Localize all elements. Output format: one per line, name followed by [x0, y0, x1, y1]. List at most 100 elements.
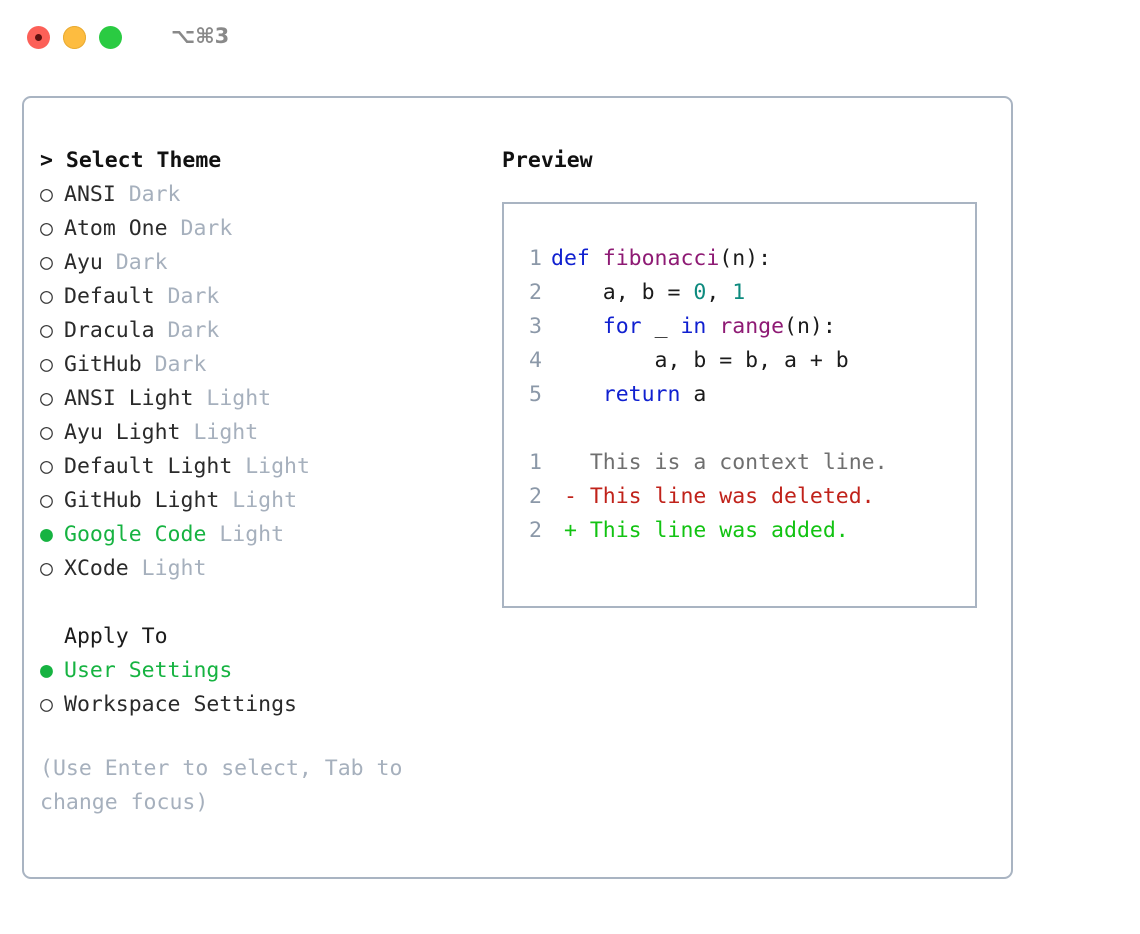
code-line-content: def fibonacci(n):	[542, 246, 771, 271]
select-theme-header: > Select Theme	[40, 148, 222, 173]
diff-line-del: 2 - This line was deleted.	[516, 480, 975, 514]
theme-option-xcode[interactable]: ○ XCode Light	[40, 552, 480, 586]
keyboard-shortcut-label: ⌥⌘3	[171, 24, 230, 48]
diff-line-ctx: 1 This is a context line.	[516, 446, 975, 480]
theme-option-tag: Dark	[141, 352, 207, 377]
theme-option-github[interactable]: ○ GitHub Dark	[40, 348, 480, 382]
theme-option-label: ANSI Light	[64, 386, 194, 411]
radio-unselected-icon: ○	[40, 488, 53, 513]
diff-line-content: + This line was added.	[551, 518, 849, 543]
code-token-txt: a, b =	[551, 280, 694, 305]
close-button[interactable]	[27, 26, 50, 49]
diff-sample: 1 This is a context line.2 - This line w…	[516, 446, 975, 548]
window-controls	[27, 26, 122, 49]
theme-option-tag: Light	[193, 386, 272, 411]
diff-line-content: - This line was deleted.	[551, 484, 875, 509]
theme-option-tag: Dark	[154, 284, 220, 309]
radio-unselected-icon: ○	[40, 692, 53, 717]
apply-option-label: User Settings	[64, 658, 233, 683]
theme-option-tag: Dark	[115, 182, 181, 207]
theme-option-default[interactable]: ○Default Dark	[40, 280, 480, 314]
theme-option-github-light[interactable]: ○GitHub Light Light	[40, 484, 480, 518]
code-line: 2 a, b = 0, 1	[516, 276, 975, 310]
code-token-kw: for	[602, 314, 642, 339]
minimize-button[interactable]	[63, 26, 86, 49]
theme-option-label: Google Code	[64, 522, 207, 547]
code-token-txt	[551, 382, 603, 407]
theme-option-google-code[interactable]: ● Google Code Light	[40, 518, 480, 552]
theme-option-label: Ayu	[64, 250, 103, 275]
theme-option-label: XCode	[64, 556, 129, 581]
maximize-button[interactable]	[99, 26, 122, 49]
diff-line-add: 2 + This line was added.	[516, 514, 975, 548]
diff-line-content: This is a context line.	[551, 450, 888, 475]
code-line-content: a, b = b, a + b	[542, 348, 849, 373]
code-token-fn: range	[719, 314, 785, 339]
theme-option-tag: Light	[128, 556, 207, 581]
apply-option-label: Workspace Settings	[64, 692, 297, 717]
theme-option-ansi[interactable]: ○ ANSI Dark	[40, 178, 480, 212]
theme-option-tag: Light	[232, 454, 310, 479]
title-bar: ⌥⌘3	[0, 0, 1140, 78]
radio-unselected-icon: ○	[40, 352, 53, 377]
code-line: 3 for _ in range(n):	[516, 310, 975, 344]
theme-option-label: ANSI	[64, 182, 116, 207]
radio-unselected-icon: ○	[40, 318, 53, 343]
code-token-num: 1	[732, 280, 746, 305]
theme-option-tag: Dark	[167, 216, 233, 241]
code-token-punc: (n):	[784, 314, 836, 339]
radio-selected-icon: ●	[40, 522, 53, 547]
code-token-kw: return	[602, 382, 681, 407]
theme-option-ayu-light[interactable]: ○Ayu Light Light	[40, 416, 480, 450]
theme-option-label: GitHub Light	[64, 488, 220, 513]
content-panel: > Select Theme ○ANSI Dark○Atom One Dark○…	[22, 96, 1013, 879]
code-line-content: for _ in range(n):	[542, 314, 836, 339]
line-number: 3	[529, 314, 542, 339]
line-number: 1	[529, 246, 542, 271]
code-token-txt: a	[680, 382, 707, 407]
code-token-txt: a, b = b, a + b	[551, 348, 849, 373]
theme-option-atom-one[interactable]: ○Atom One Dark	[40, 212, 480, 246]
theme-option-label: Default	[64, 284, 155, 309]
radio-unselected-icon: ○	[40, 454, 53, 479]
code-line: 5 return a	[516, 378, 975, 412]
apply-to-list[interactable]: ● User Settings ○ Workspace Settings	[40, 654, 480, 722]
diff-spacer	[516, 412, 975, 446]
theme-option-ansi-light[interactable]: ○ ANSI Light Light	[40, 382, 480, 416]
theme-option-default-light[interactable]: ○Default Light Light	[40, 450, 480, 484]
theme-option-dracula[interactable]: ○Dracula Dark	[40, 314, 480, 348]
code-token-punc: (n):	[719, 246, 772, 271]
theme-option-label: Ayu Light	[64, 420, 181, 445]
radio-selected-icon: ●	[40, 658, 53, 683]
code-token-txt: _	[641, 314, 681, 339]
code-token-kw: def	[551, 246, 603, 271]
radio-unselected-icon: ○	[40, 556, 53, 581]
code-token-fn: fibonacci	[602, 246, 720, 271]
radio-unselected-icon: ○	[40, 182, 53, 207]
apply-option-user-settings[interactable]: ● User Settings	[40, 654, 480, 688]
section-spacer	[40, 586, 480, 620]
theme-option-label: GitHub	[64, 352, 142, 377]
code-line-content: a, b = 0, 1	[542, 280, 745, 305]
theme-option-label: Atom One	[64, 216, 168, 241]
radio-unselected-icon: ○	[40, 386, 53, 411]
code-line-content: return a	[542, 382, 707, 407]
theme-option-ayu[interactable]: ○Ayu Dark	[40, 246, 480, 280]
apply-option-workspace-settings[interactable]: ○ Workspace Settings	[40, 688, 480, 722]
theme-list[interactable]: ○ANSI Dark○Atom One Dark○Ayu Dark○Defaul…	[40, 178, 480, 586]
theme-option-tag: Dark	[154, 318, 220, 343]
theme-selector-column: > Select Theme ○ANSI Dark○Atom One Dark○…	[40, 144, 480, 820]
code-token-txt	[706, 314, 719, 339]
line-number: 4	[529, 348, 542, 373]
theme-option-tag: Light	[206, 522, 285, 547]
keyboard-hint-text: (Use Enter to select, Tab to change focu…	[40, 756, 403, 815]
apply-to-header: Apply To	[64, 624, 168, 649]
theme-option-tag: Dark	[102, 250, 168, 275]
code-line: 4 a, b = b, a + b	[516, 344, 975, 378]
code-token-kw: in	[680, 314, 707, 339]
